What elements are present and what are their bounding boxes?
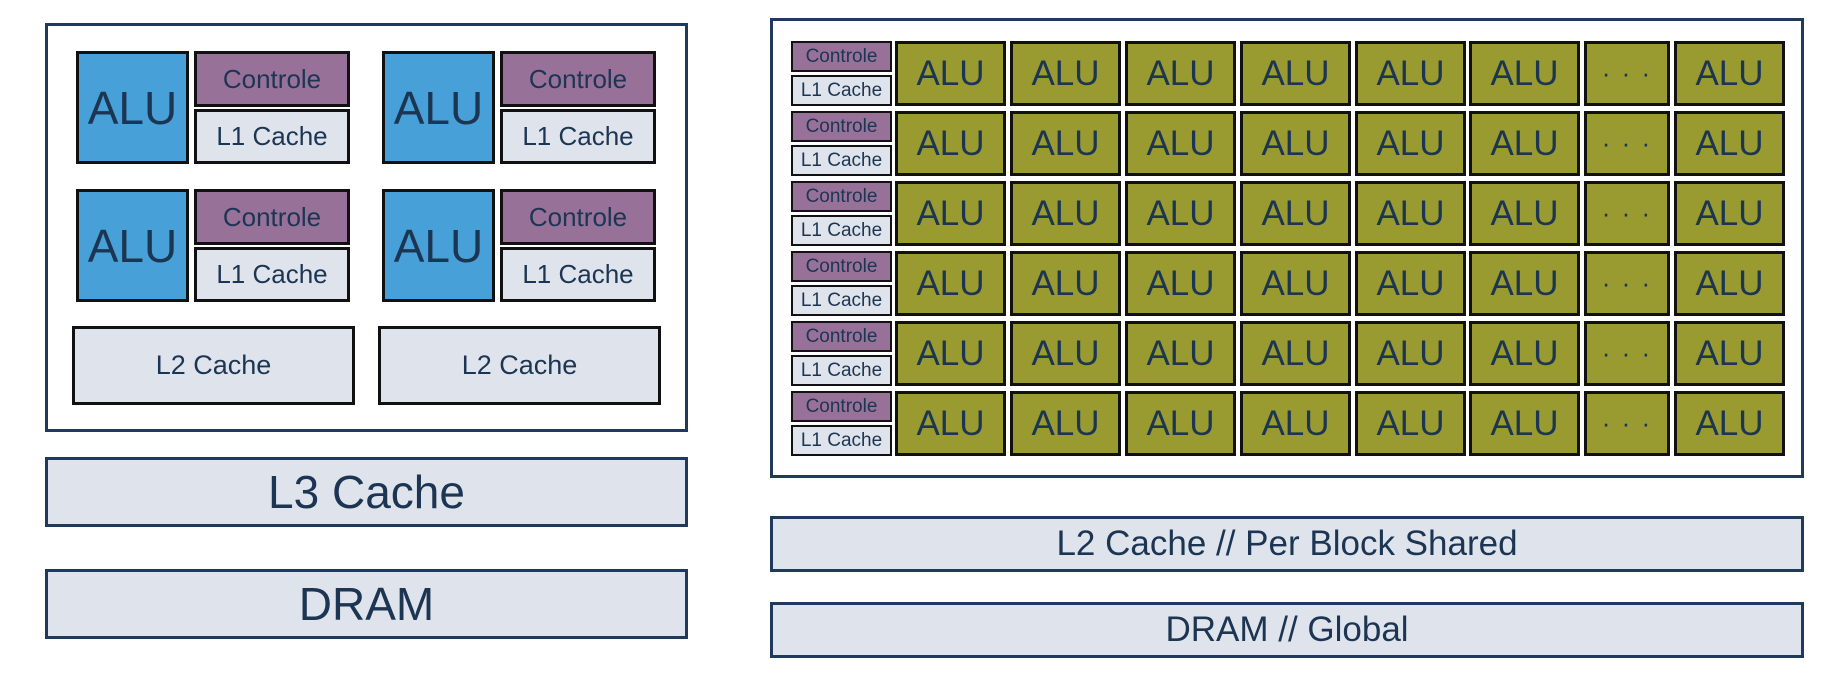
gpu-block-5-alu-4: ALU [1240, 321, 1351, 386]
gpu-block-5-alu-6: ALU [1469, 321, 1580, 386]
cpu-core-2-control: Controle [500, 51, 656, 107]
gpu-block-3-control: Controle [791, 181, 892, 212]
cpu-core-2-alu: ALU [382, 51, 495, 164]
cpu-l2-cache-left: L2 Cache [72, 326, 355, 405]
gpu-block-6-alu-2: ALU [1010, 391, 1121, 456]
gpu-block-6-ellipsis: · · · [1584, 391, 1670, 456]
cpu-core-3-l1-cache: L1 Cache [194, 247, 350, 302]
gpu-block-5-control: Controle [791, 321, 892, 352]
gpu-block-2-ellipsis: · · · [1584, 111, 1670, 176]
cpu-core-2-l1-cache: L1 Cache [500, 109, 656, 164]
gpu-block-3-alu-3: ALU [1125, 181, 1236, 246]
gpu-block-4-alu-1: ALU [895, 251, 1006, 316]
gpu-block-5-alu-5: ALU [1355, 321, 1466, 386]
gpu-block-2-alu-3: ALU [1125, 111, 1236, 176]
cpu-dram: DRAM [45, 569, 688, 639]
gpu-block-2-alu-4: ALU [1240, 111, 1351, 176]
gpu-block-1-alu-3: ALU [1125, 41, 1236, 106]
gpu-block-6-l1-cache: L1 Cache [791, 425, 892, 456]
gpu-dram: DRAM // Global [770, 602, 1804, 658]
gpu-block-5-ellipsis: · · · [1584, 321, 1670, 386]
gpu-block-6-alu-4: ALU [1240, 391, 1351, 456]
cpu-l3-cache: L3 Cache [45, 457, 688, 527]
gpu-block-5-alu-3: ALU [1125, 321, 1236, 386]
gpu-block-2-alu-8: ALU [1674, 111, 1785, 176]
cpu-core-1-l1-cache: L1 Cache [194, 109, 350, 164]
gpu-block-3-alu-1: ALU [895, 181, 1006, 246]
gpu-block-4-alu-8: ALU [1674, 251, 1785, 316]
gpu-block-6-alu-3: ALU [1125, 391, 1236, 456]
gpu-block-1-alu-5: ALU [1355, 41, 1466, 106]
gpu-block-2-alu-1: ALU [895, 111, 1006, 176]
gpu-block-4-alu-3: ALU [1125, 251, 1236, 316]
gpu-block-5-alu-1: ALU [895, 321, 1006, 386]
gpu-block-1-alu-2: ALU [1010, 41, 1121, 106]
gpu-block-3-alu-8: ALU [1674, 181, 1785, 246]
gpu-block-2-alu-2: ALU [1010, 111, 1121, 176]
gpu-block-4-l1-cache: L1 Cache [791, 285, 892, 316]
gpu-block-1-alu-6: ALU [1469, 41, 1580, 106]
gpu-block-6-alu-8: ALU [1674, 391, 1785, 456]
gpu-block-4-alu-4: ALU [1240, 251, 1351, 316]
gpu-block-1-alu-1: ALU [895, 41, 1006, 106]
gpu-block-3-alu-5: ALU [1355, 181, 1466, 246]
gpu-block-4-alu-2: ALU [1010, 251, 1121, 316]
gpu-block-6-alu-5: ALU [1355, 391, 1466, 456]
gpu-block-5-l1-cache: L1 Cache [791, 355, 892, 386]
gpu-block-2-alu-5: ALU [1355, 111, 1466, 176]
cpu-core-1-control: Controle [194, 51, 350, 107]
gpu-block-2-control: Controle [791, 111, 892, 142]
gpu-block-5-alu-2: ALU [1010, 321, 1121, 386]
gpu-l2-cache: L2 Cache // Per Block Shared [770, 516, 1804, 572]
gpu-block-6-alu-6: ALU [1469, 391, 1580, 456]
gpu-block-3-l1-cache: L1 Cache [791, 215, 892, 246]
gpu-block-4-control: Controle [791, 251, 892, 282]
gpu-block-6-control: Controle [791, 391, 892, 422]
gpu-block-2-alu-6: ALU [1469, 111, 1580, 176]
cpu-core-3-control: Controle [194, 189, 350, 245]
cpu-core-4-alu: ALU [382, 189, 495, 302]
gpu-block-3-alu-6: ALU [1469, 181, 1580, 246]
gpu-block-1-alu-8: ALU [1674, 41, 1785, 106]
gpu-block-4-alu-6: ALU [1469, 251, 1580, 316]
gpu-block-1-control: Controle [791, 41, 892, 72]
gpu-block-1-ellipsis: · · · [1584, 41, 1670, 106]
cpu-core-4-l1-cache: L1 Cache [500, 247, 656, 302]
gpu-block-3-ellipsis: · · · [1584, 181, 1670, 246]
cpu-l2-cache-right: L2 Cache [378, 326, 661, 405]
gpu-block-5-alu-8: ALU [1674, 321, 1785, 386]
gpu-block-4-alu-5: ALU [1355, 251, 1466, 316]
gpu-block-4-ellipsis: · · · [1584, 251, 1670, 316]
gpu-block-3-alu-2: ALU [1010, 181, 1121, 246]
cpu-core-4-control: Controle [500, 189, 656, 245]
cpu-core-1-alu: ALU [76, 51, 189, 164]
gpu-block-1-l1-cache: L1 Cache [791, 75, 892, 106]
cpu-core-3-alu: ALU [76, 189, 189, 302]
gpu-block-6-alu-1: ALU [895, 391, 1006, 456]
gpu-block-3-alu-4: ALU [1240, 181, 1351, 246]
gpu-block-1-alu-4: ALU [1240, 41, 1351, 106]
gpu-block-2-l1-cache: L1 Cache [791, 145, 892, 176]
